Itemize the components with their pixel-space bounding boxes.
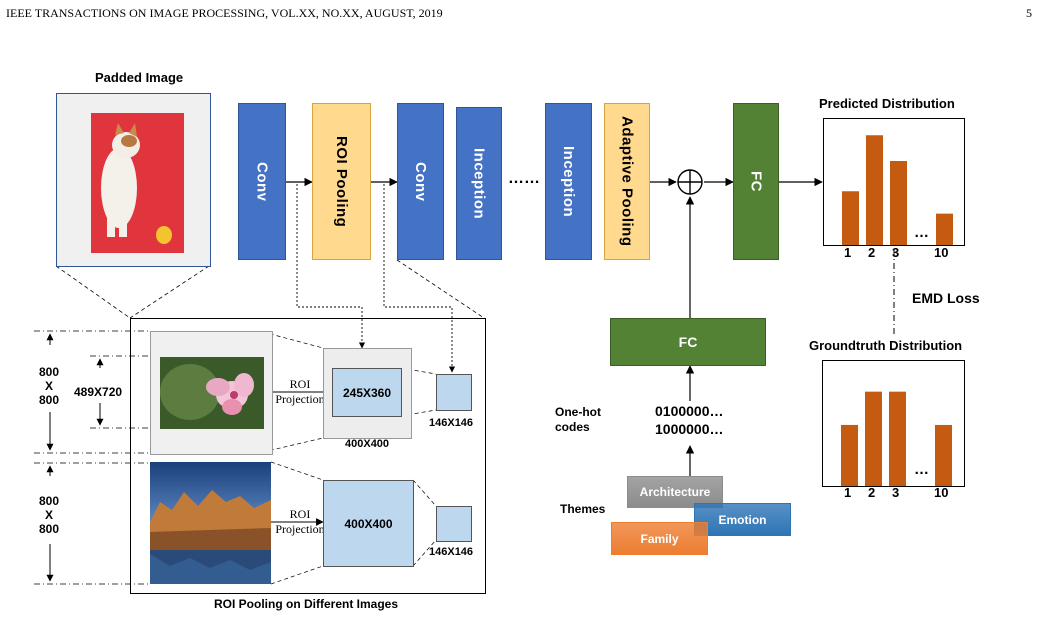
distribution-bar: [866, 135, 883, 245]
distribution-bar: [865, 391, 882, 486]
tick-10: 10: [934, 245, 949, 260]
distribution-bar: [842, 191, 859, 245]
predicted-chart: [823, 118, 965, 246]
orchid-photo: [160, 357, 264, 429]
distribution-bar: [936, 213, 953, 245]
tick-1: 1: [844, 485, 852, 500]
themes-label: Themes: [560, 502, 606, 516]
pooled-output-2: [436, 506, 472, 542]
predicted-dots: …: [914, 224, 929, 241]
theme-card-family: Family: [611, 522, 708, 555]
tick-1: 1: [844, 245, 852, 260]
groundtruth-chart: [822, 360, 965, 487]
theme-card-architecture: Architecture: [627, 476, 723, 508]
inception-block-1: Inception: [456, 107, 502, 260]
tick-2: 2: [868, 245, 876, 260]
tick-3: 3: [892, 485, 900, 500]
page-number: 5: [1026, 6, 1032, 20]
tick-10: 10: [934, 485, 949, 500]
dim-800-label-a: 800 X 800: [38, 365, 60, 407]
tick-3: 3: [892, 245, 900, 260]
distribution-bar: [890, 161, 907, 245]
pooled-output-1-label: 146X146: [429, 417, 474, 429]
theme-card-emotion: Emotion: [694, 503, 791, 536]
pooled-output-1: [436, 374, 472, 411]
feature-roi-245x360: 245X360: [332, 368, 402, 417]
predicted-ticks: 1 2 3 10: [823, 245, 963, 263]
roi-panel-title: ROI Pooling on Different Images: [214, 597, 399, 611]
pooled-output-2-label: 146X146: [429, 546, 474, 558]
fc-block-theme: FC: [610, 318, 766, 366]
dim-489x720-label: 489X720: [74, 385, 123, 399]
distribution-bar: [935, 424, 952, 486]
journal-header: IEEE TRANSACTIONS ON IMAGE PROCESSING, V…: [6, 6, 443, 20]
feature-map-400-label: 400X400: [345, 438, 390, 450]
fc-block-main: FC: [733, 103, 779, 260]
onehot-label: One-hot codes: [555, 405, 601, 434]
groundtruth-dots: …: [914, 461, 929, 478]
distribution-bar: [889, 391, 906, 486]
onehot-codes: 0100000… 1000000…: [655, 403, 724, 437]
predicted-distribution-label: Predicted Distribution: [819, 96, 955, 111]
padded-image-1: [150, 331, 273, 455]
pipeline-ellipsis: ……: [508, 170, 540, 187]
emd-loss-label: EMD Loss: [912, 290, 980, 306]
padded-image-label: Padded Image: [95, 70, 184, 85]
cat-photo: [91, 113, 184, 253]
groundtruth-bars: [841, 391, 952, 486]
roi-pooling-block: ROI Pooling: [312, 103, 371, 260]
predicted-bars: [842, 135, 953, 245]
roi-projection-label-1: ROI Projection: [275, 377, 325, 406]
tick-2: 2: [868, 485, 876, 500]
distribution-bar: [841, 424, 858, 486]
roi-panel: [130, 318, 486, 594]
groundtruth-distribution-label: Groundtruth Distribution: [809, 338, 963, 353]
roi-projection-label-2: ROI Projection: [275, 507, 325, 536]
landscape-image: [150, 462, 271, 584]
dim-800-label-b: 800 X 800: [38, 494, 60, 536]
inception-block-2: Inception: [545, 103, 592, 260]
adaptive-pooling-block: Adaptive Pooling: [604, 103, 650, 260]
conv-block-1: Conv: [238, 103, 286, 260]
conv-block-2: Conv: [397, 103, 444, 260]
groundtruth-ticks: 1 2 3 10: [822, 485, 963, 503]
landscape-photo: [150, 462, 271, 584]
padded-image: [56, 93, 211, 267]
feature-map-400x400-2: 400X400: [323, 480, 414, 567]
